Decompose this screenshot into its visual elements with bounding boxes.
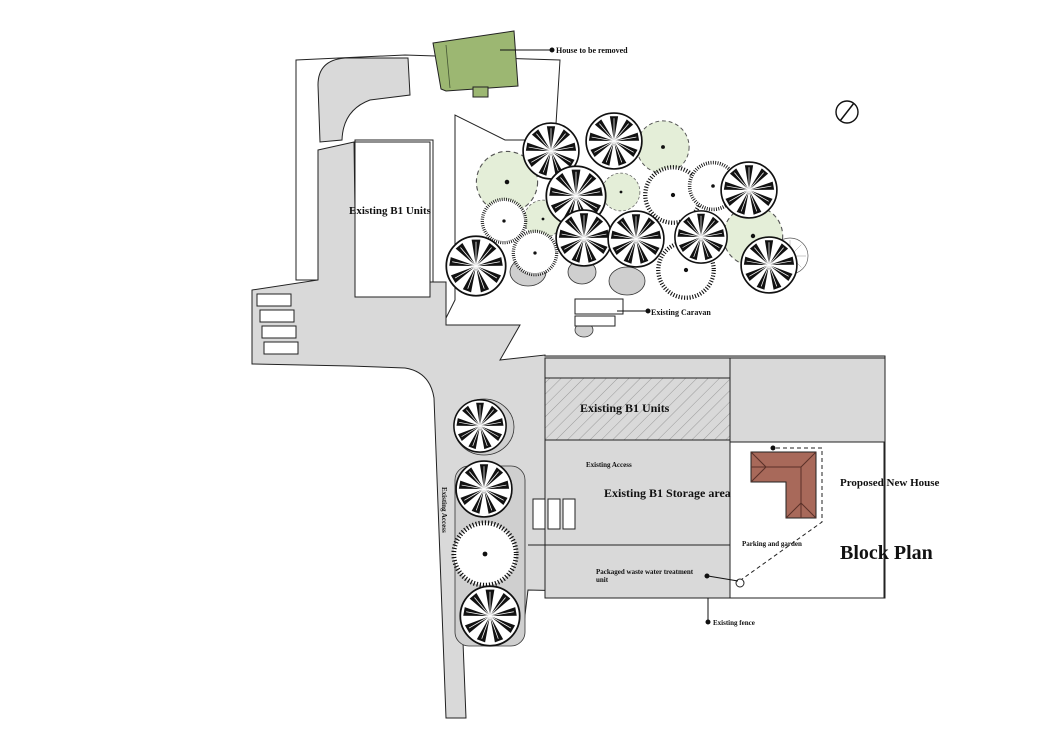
tree-cluster-south	[454, 398, 526, 647]
house-removed-label: House to be removed	[556, 46, 628, 55]
storage-bays	[532, 498, 576, 530]
house-to-be-removed	[432, 30, 519, 98]
waste-water-label: Packaged waste water treatment unit	[596, 568, 695, 584]
waste-water-label-text: Packaged waste water treatment	[596, 568, 694, 576]
waste-water-label-text-line2: unit	[596, 576, 609, 584]
b1-units-south-building	[544, 377, 731, 441]
block-plan-title: Block Plan	[840, 542, 933, 564]
parking-garden-label: Parking and garden	[742, 540, 802, 548]
b1-units-south-label: Existing B1 Units	[580, 401, 670, 415]
north-arrow-icon	[835, 100, 859, 124]
existing-access-road-label: Existing Access	[440, 487, 448, 533]
parking-bays-west	[256, 293, 299, 355]
proposed-house-boundary	[737, 447, 823, 583]
existing-caravan-label: Existing Caravan	[651, 308, 711, 317]
existing-fence-label: Existing fence	[713, 619, 755, 627]
leader-arrows	[500, 47, 776, 625]
existing-caravan	[574, 298, 624, 327]
proposed-house-roof	[750, 451, 817, 519]
existing-access-east-label: Existing Access	[586, 461, 632, 469]
b1-units-north-label: Existing B1 Units	[349, 205, 432, 217]
b1-storage-label: Existing B1 Storage area	[604, 486, 731, 500]
proposed-house-label: Proposed New House	[840, 477, 940, 489]
b1-units-north-building	[354, 141, 431, 298]
access-road-north	[317, 57, 411, 143]
